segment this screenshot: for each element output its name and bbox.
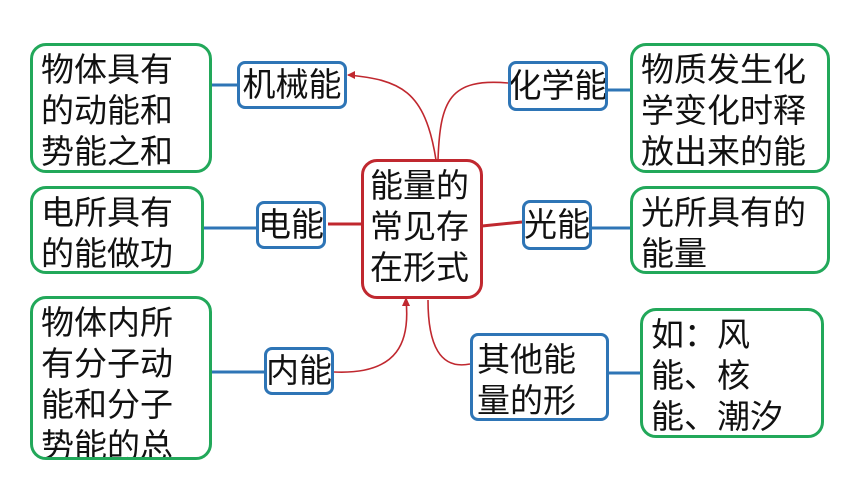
- description-mechanical-text: 物体具有的动能和势能之和: [41, 50, 173, 171]
- connector-center-light: [481, 220, 523, 228]
- connector-center-mechanical: [347, 74, 437, 161]
- category-chemical-label: 化学能: [508, 65, 608, 105]
- description-internal-energy: 物体内所有分子动能和分子势能的总和: [30, 296, 212, 460]
- description-mechanical-energy: 物体具有的动能和势能之和: [30, 43, 212, 173]
- category-internal-energy: 内能: [264, 347, 334, 395]
- description-chemical-energy: 物质发生化学变化时释放出来的能量: [630, 43, 830, 173]
- description-internal-text: 物体内所有分子动能和分子势能的总和: [41, 303, 173, 460]
- description-other-energy: 如：风能、核能、潮汐能等: [640, 308, 824, 438]
- category-light-energy: 光能: [522, 200, 592, 250]
- connector-center-other: [427, 299, 471, 366]
- category-electric-energy: 电能: [256, 201, 326, 249]
- category-electric-label: 电能: [258, 204, 324, 244]
- description-electric-energy: 电所具有的能做功的能: [30, 186, 204, 274]
- description-other-text: 如：风能、核能、潮汐能等: [651, 315, 783, 436]
- category-light-label: 光能: [524, 204, 590, 244]
- category-mechanical-label: 机械能: [242, 64, 342, 104]
- arrowhead-internal: [402, 297, 410, 306]
- category-chemical-energy: 化学能: [508, 61, 608, 111]
- category-mechanical-energy: 机械能: [237, 61, 347, 109]
- center-node-label: 能量的常见存在形式: [370, 166, 469, 287]
- description-electric-text: 电所具有的能做功的能: [41, 193, 173, 273]
- connector-center-internal: [333, 299, 408, 373]
- category-other-label: 其他能量的形式: [477, 340, 576, 420]
- description-light-text: 光所具有的能量: [641, 193, 806, 273]
- category-other-energy: 其他能量的形式: [470, 333, 609, 421]
- arrowhead-mechanical: [347, 71, 355, 79]
- connector-center-chemical: [437, 81, 509, 161]
- description-chemical-text: 物质发生化学变化时释放出来的能量: [641, 50, 806, 171]
- center-node: 能量的常见存在形式: [361, 159, 483, 299]
- description-light-energy: 光所具有的能量: [630, 186, 830, 274]
- category-internal-label: 内能: [266, 350, 332, 390]
